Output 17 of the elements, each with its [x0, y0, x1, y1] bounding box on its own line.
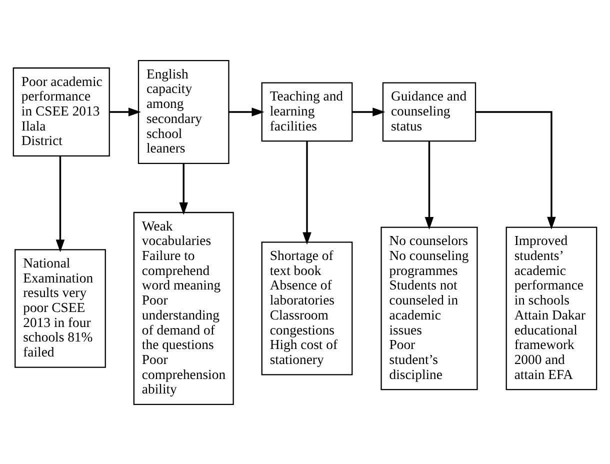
- node-box: Weak vocabularies Failure to comprehend word meaning Poor understanding of demand of the questions Poor comprehension ability: [133, 211, 234, 404]
- node-box: Shortage of text book Absence of laboratories Classroom congestions High cost of stationery: [261, 241, 353, 375]
- node-box: Poor academic performance in CSEE 2013 Ilala District: [12, 66, 110, 156]
- arrow: [352, 107, 386, 116]
- node-box: National Examination results very poor CSEE 2013 in four schools 81% failed: [14, 248, 106, 368]
- node-box: No counselors No counseling programmes Students not counseled in academic issues Poor student’s discipline: [380, 226, 478, 390]
- node-box: Improved students’ academic performance in schools Attain Dakar educational framework 2000 and attain EFA: [506, 226, 598, 390]
- arrow: [110, 107, 142, 116]
- arrow: [424, 140, 434, 230]
- arrow: [56, 156, 65, 252]
- arrow: [302, 140, 312, 244]
- node-box: English capacity among secondary school leaners: [138, 60, 230, 164]
- node-box: Guidance and counseling status: [382, 82, 476, 142]
- node-box: Teaching and learning facilities: [261, 82, 353, 142]
- arrow: [476, 110, 556, 229]
- arrow: [228, 107, 264, 116]
- arrow: [179, 163, 188, 214]
